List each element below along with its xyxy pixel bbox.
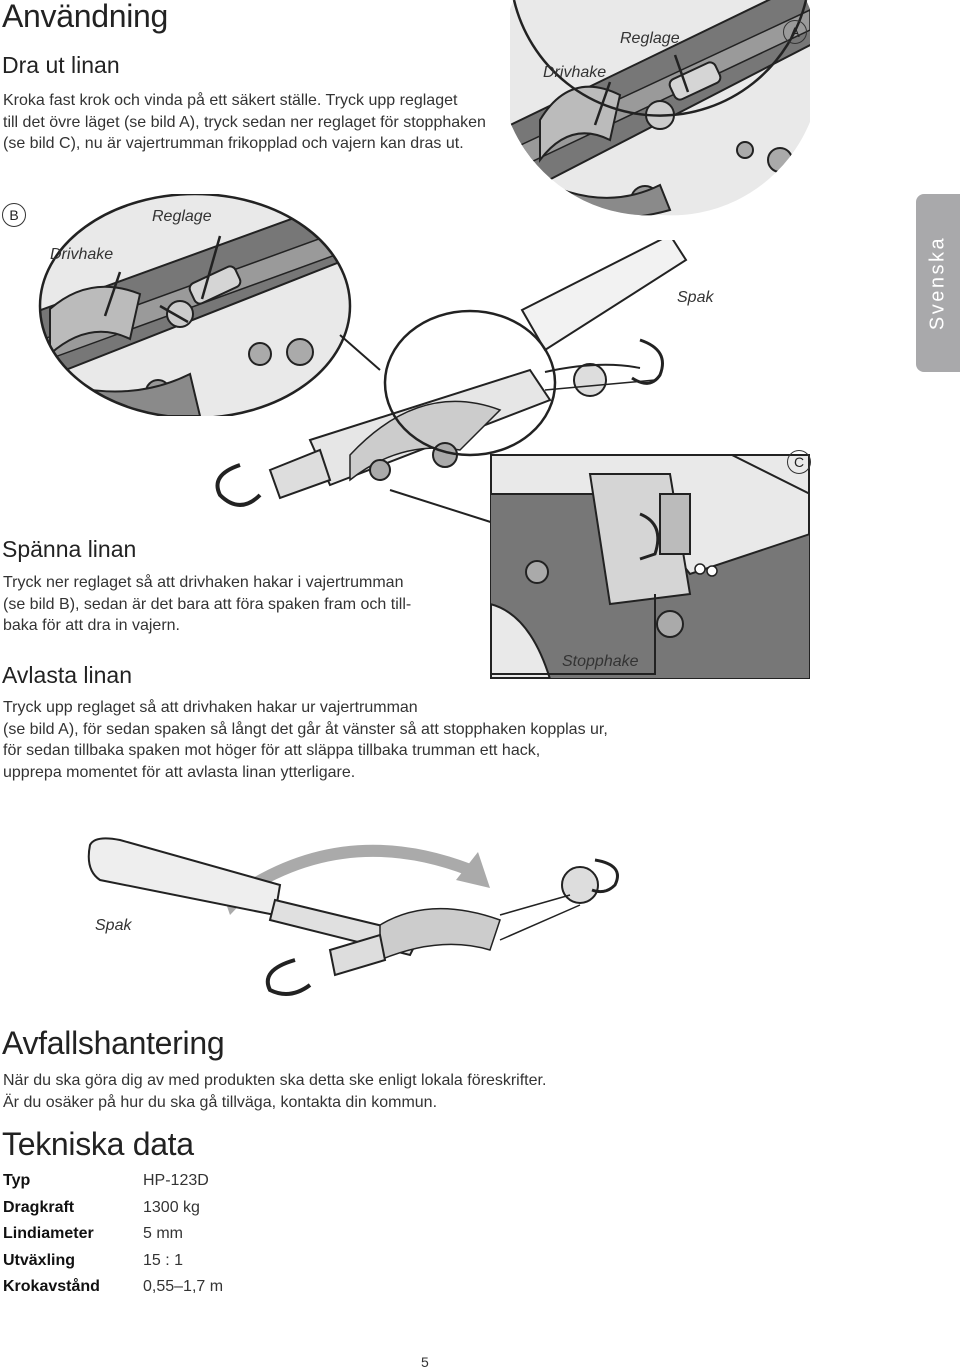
heading-avfallshantering: Avfallshantering — [2, 1025, 225, 1061]
table-row: Dragkraft 1300 kg — [3, 1195, 223, 1222]
heading-dra-ut-linan: Dra ut linan — [2, 52, 120, 78]
text-line: Tryck ner reglaget så att drivhaken haka… — [3, 574, 404, 591]
label-spak: Spak — [677, 289, 714, 306]
paragraph-dra-ut-linan: Kroka fast krok och vinda på ett säkert … — [3, 90, 508, 155]
label-stopphake: Stopphake — [562, 653, 639, 670]
figure-c-badge: C — [787, 450, 811, 474]
label-a-drivhake: Drivhake — [543, 64, 607, 81]
text-line: baka för att dra in vajern. — [3, 617, 180, 634]
spec-key: Krokavstånd — [3, 1278, 100, 1296]
paragraph-avlasta-linan: Tryck upp reglaget så att drivhaken haka… — [3, 697, 703, 783]
page-number: 5 — [421, 1354, 429, 1370]
text-line: till det övre läget (se bild A), tryck s… — [3, 113, 486, 131]
text-line: När du ska göra dig av med produkten ska… — [3, 1072, 547, 1089]
table-row: Lindiameter 5 mm — [3, 1221, 223, 1248]
winch-lever-motion-illustration — [87, 837, 619, 996]
heading-tekniska-data: Tekniska data — [2, 1126, 194, 1162]
figure-b-illustration — [38, 194, 352, 416]
page-title: Användning — [2, 0, 169, 34]
text-line: Kroka fast krok och vinda på ett säkert … — [3, 92, 458, 109]
label-spak-bottom: Spak — [95, 917, 132, 934]
spec-value: HP-123D — [143, 1172, 209, 1190]
language-side-tab: Svenska — [916, 194, 960, 372]
spec-key: Typ — [3, 1172, 31, 1190]
spec-table: Typ HP-123D Dragkraft 1300 kg Lindiameter 5… — [3, 1168, 223, 1301]
text-line: upprepa momentet för att avlasta linan y… — [3, 763, 356, 781]
side-tab-label: Svenska — [926, 235, 949, 331]
text-line: Är du osäker på hur du ska gå tillväga, … — [3, 1093, 438, 1111]
figure-c-illustration — [490, 454, 810, 679]
spec-key: Dragkraft — [3, 1198, 75, 1216]
label-b-reglage: Reglage — [152, 208, 212, 225]
spec-key: Lindiameter — [3, 1225, 94, 1243]
spec-value: 0,55–1,7 m — [143, 1278, 224, 1296]
spec-value: 5 mm — [143, 1225, 183, 1243]
spec-value: 1300 kg — [143, 1198, 200, 1216]
heading-avlasta-linan: Avlasta linan — [2, 662, 132, 688]
spec-key: Utväxling — [3, 1251, 76, 1269]
table-row: Utväxling 15 : 1 — [3, 1248, 223, 1275]
text-line: (se bild C), nu är vajertrumman frikoppl… — [3, 135, 464, 152]
label-b-drivhake: Drivhake — [50, 246, 114, 263]
text-line: (se bild B), sedan är det bara att föra … — [3, 595, 412, 613]
paragraph-spanna-linan: Tryck ner reglaget så att drivhaken haka… — [3, 572, 473, 637]
spec-value: 15 : 1 — [143, 1251, 184, 1269]
text-line: (se bild A), för sedan spaken så långt d… — [3, 720, 608, 738]
figure-a-illustration — [510, 0, 810, 216]
paragraph-avfallshantering: När du ska göra dig av med produkten ska… — [3, 1070, 703, 1113]
text-line: för sedan tillbaka spaken mot höger för … — [3, 742, 541, 759]
figure-b-badge: B — [2, 203, 26, 227]
winch-main-illustration — [215, 240, 688, 526]
figure-a-badge: A — [783, 20, 807, 44]
heading-spanna-linan: Spänna linan — [2, 536, 137, 562]
table-row: Krokavstånd 0,55–1,7 m — [3, 1274, 223, 1301]
table-row: Typ HP-123D — [3, 1168, 223, 1195]
label-a-reglage: Reglage — [620, 30, 680, 47]
text-line: Tryck upp reglaget så att drivhaken haka… — [3, 699, 418, 716]
